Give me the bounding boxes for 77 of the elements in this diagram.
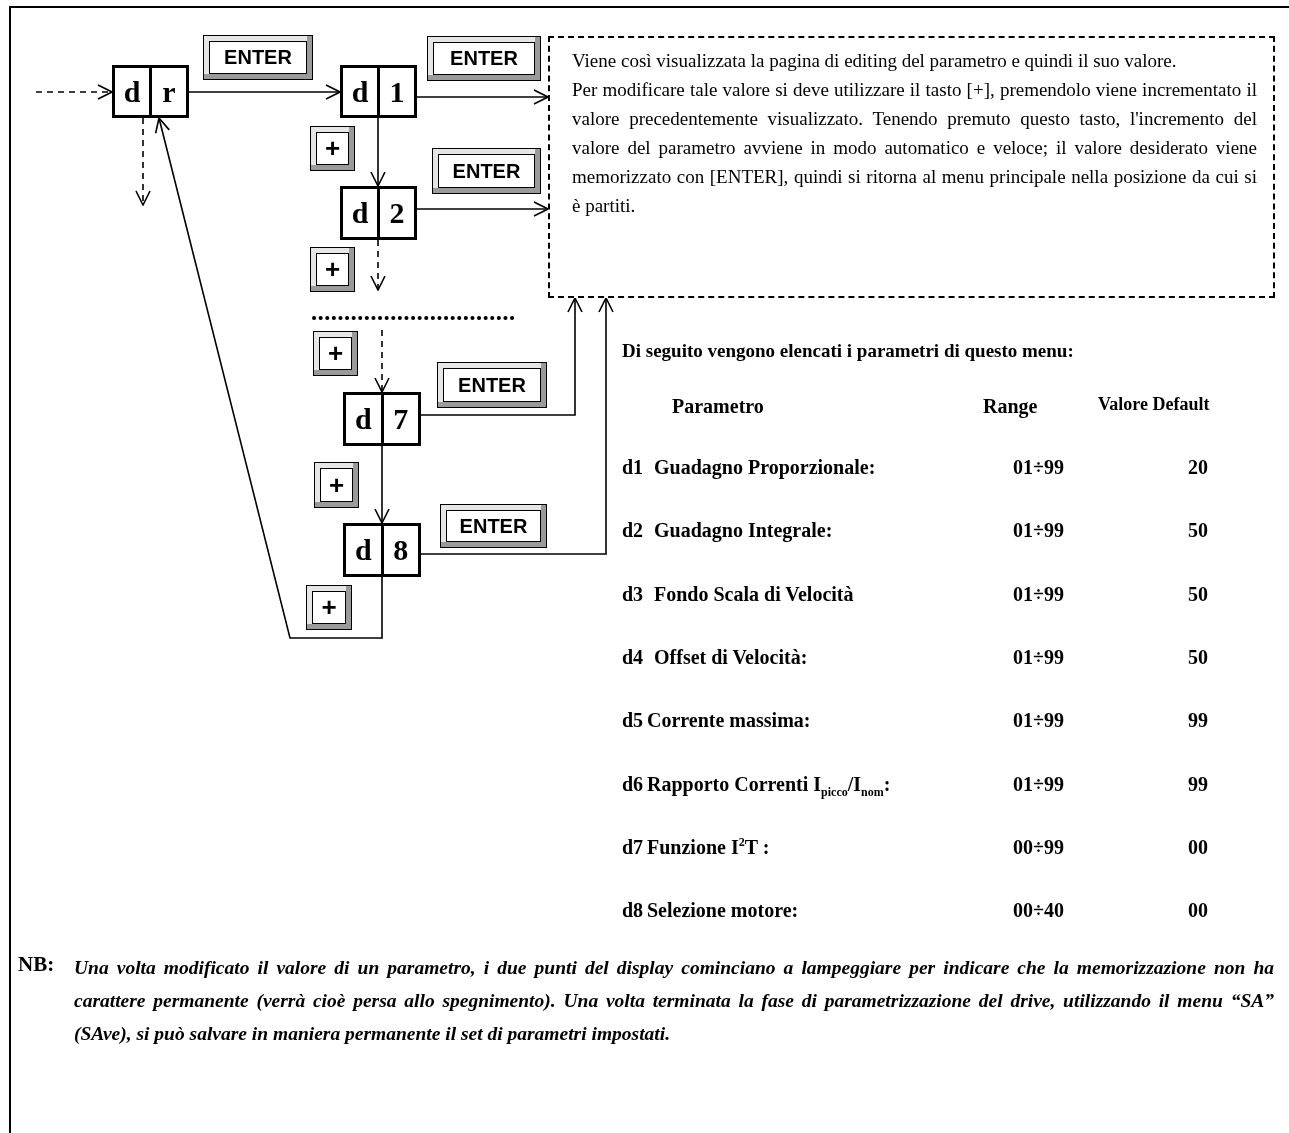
parameter-code: d1	[622, 455, 644, 479]
keycap: ENTER	[203, 35, 313, 80]
parameter-code: d8	[622, 898, 644, 923]
keycap: +	[310, 247, 355, 292]
note-box	[548, 36, 1275, 298]
parameter-code: d7	[622, 834, 644, 859]
display-box	[340, 186, 417, 240]
note-paragraph: Viene così visualizzata la pagina di editing del parametro e quindi il suo valore.	[572, 49, 1178, 73]
note-paragraph: Per modificare tale valore si deve utilizzare il tasto [+], premendolo viene incrementato il valore precedentemente visualizzato. Tenendo premuto questo tasto, l'incremento del valore del parametro avviene in modo automatico e veloce; il valore desiderato viene memorizzato con [ENTER], quindi si ritorna al menu principale nella posizione da cui si è partiti.	[572, 78, 1257, 218]
arrow	[135, 117, 151, 206]
default-value: 99	[1188, 708, 1208, 733]
display-character: d	[353, 401, 373, 437]
arrow	[374, 445, 390, 524]
display-character: d	[122, 73, 142, 110]
arrow	[370, 117, 386, 187]
display-box	[343, 523, 421, 577]
default-value: 99	[1188, 771, 1208, 796]
intro-text: Di seguito vengono elencati i parametri di questo menu:	[622, 340, 1074, 363]
display-character: 1	[377, 68, 414, 115]
keycap: ENTER	[432, 148, 541, 194]
display-character: d	[353, 532, 373, 568]
parameter-code: d5	[622, 708, 644, 733]
arrow	[374, 329, 390, 393]
keycap: +	[310, 126, 355, 171]
parameter-code: d6	[622, 771, 644, 796]
note-label: NB:	[18, 952, 55, 978]
keycap: +	[313, 331, 358, 376]
display-box	[112, 65, 189, 118]
default-value: 00	[1188, 898, 1208, 923]
range-value: 01÷99	[1013, 644, 1064, 669]
column-header: Parametro	[672, 394, 764, 418]
arrow	[416, 201, 549, 217]
display-character: 8	[380, 526, 418, 574]
default-value: 50	[1188, 644, 1208, 669]
keycap: +	[314, 462, 359, 508]
range-value: 01÷99	[1013, 771, 1064, 796]
parameter-name: Guadagno Integrale:	[654, 518, 833, 543]
arrow	[420, 297, 583, 416]
display-character: d	[350, 195, 370, 231]
default-value: 20	[1188, 455, 1208, 479]
column-header: Valore Default	[1098, 394, 1210, 416]
parameter-name: Fondo Scala di Velocità	[654, 581, 854, 606]
parameter-name: Guadagno Proporzionale:	[654, 455, 876, 479]
default-value: 50	[1188, 518, 1208, 543]
range-value: 01÷99	[1013, 581, 1064, 606]
parameter-code: d4	[622, 644, 644, 669]
range-value: 00÷99	[1013, 834, 1064, 859]
display-character: d	[350, 73, 370, 110]
keycap: ENTER	[437, 362, 547, 408]
range-value: 01÷99	[1013, 455, 1064, 479]
column-header: Range	[983, 394, 1038, 418]
display-box	[340, 65, 417, 118]
arrow	[420, 297, 614, 555]
display-character: r	[149, 68, 186, 115]
keycap: ENTER	[427, 36, 541, 81]
keycap: +	[306, 585, 352, 630]
parameter-name: Selezione motore:	[647, 898, 799, 923]
arrow	[370, 239, 386, 291]
range-value: 01÷99	[1013, 708, 1064, 733]
keycap: ENTER	[440, 504, 547, 548]
default-value: 00	[1188, 834, 1208, 859]
note-text: Una volta modificato il valore di un parametro, i due punti del display cominciano a lampeggiare per indicare che la memorizzazione non ha carattere permanente (verrà cioè persa allo spegnimento). Una volta terminata la fase di parametrizzazione del drive, utilizzando il menu “SA” (SAve), si può salvare in maniera permanente il set di parametri impostati.	[74, 956, 1274, 1046]
display-character: 2	[377, 189, 414, 237]
display-character: 7	[380, 395, 418, 443]
display-box	[343, 392, 421, 446]
arrow	[416, 89, 549, 105]
arrow	[188, 84, 341, 100]
arrow	[35, 84, 113, 100]
parameter-name: Funzione I$^{2}$T :	[647, 834, 770, 859]
range-value: 00÷40	[1013, 898, 1064, 923]
parameter-name: Offset di Velocità:	[654, 644, 808, 669]
parameter-code: d2	[622, 518, 644, 543]
arrow	[154, 117, 383, 639]
parameter-name: Corrente massima:	[647, 708, 811, 733]
default-value: 50	[1188, 581, 1208, 606]
parameter-code: d3	[622, 581, 644, 606]
range-value: 01÷99	[1013, 518, 1064, 543]
